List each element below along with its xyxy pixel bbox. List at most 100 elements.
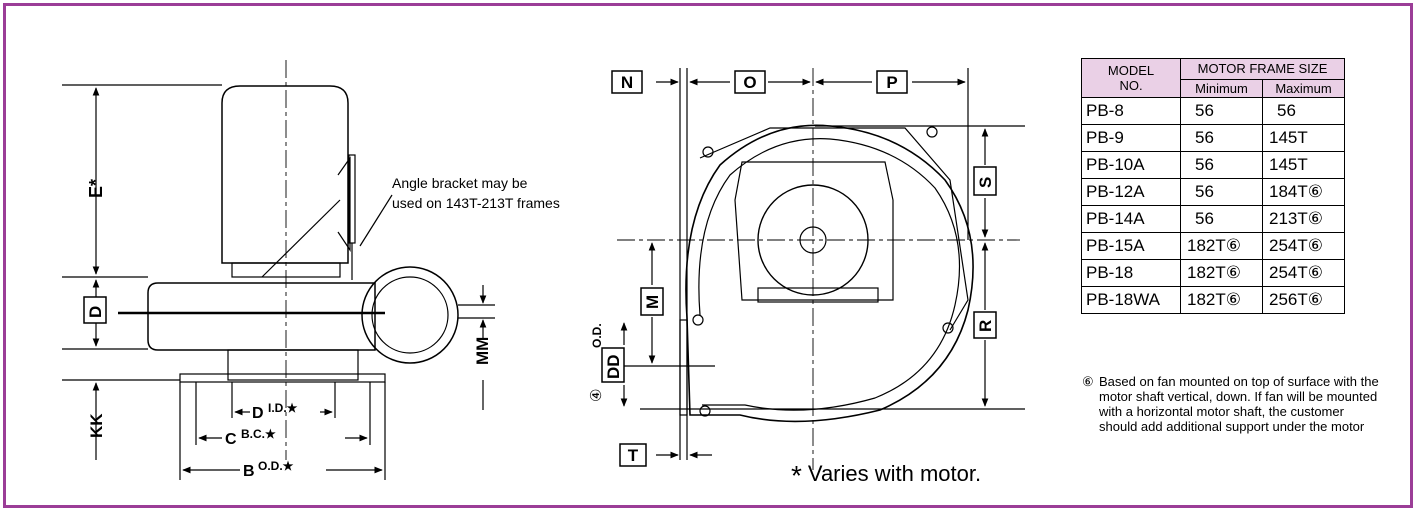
dim-n-label: N (621, 73, 633, 92)
front-view-labels: N O P S R M DD O.D. ④ T (588, 70, 997, 467)
dim-kk-label: KK (87, 413, 106, 438)
header-frame-size: MOTOR FRAME SIZE (1180, 58, 1345, 80)
cell-max: 184T⑥ (1262, 178, 1345, 206)
cell-max: 145T (1262, 124, 1345, 152)
outlet-flange (679, 319, 688, 416)
dim-o-box (734, 70, 766, 94)
header-model: MODEL NO. (1081, 58, 1181, 98)
fan-housing (147, 282, 376, 351)
dim-od-label: B (243, 463, 255, 480)
dim-id-label: D (252, 405, 264, 422)
motor-feet (757, 287, 879, 303)
side-view (62, 60, 495, 480)
motor-outline (734, 161, 894, 301)
dim-mm-label: MM (473, 337, 492, 365)
header-model-line1: MODEL (1107, 63, 1155, 78)
bolt-hole-2 (926, 126, 938, 138)
bolt-hole-3 (692, 314, 704, 326)
footnote: ⑥ Based on fan mounted on top of surface… (1082, 374, 1382, 434)
dim-p-label: P (886, 73, 897, 92)
note-line-2: used on 143T-213T frames (392, 195, 560, 211)
dim-dd-box (601, 347, 625, 383)
dim-m-label: M (643, 295, 662, 309)
cell-max: 254T⑥ (1262, 232, 1345, 260)
table-row: PB-14A 56 213T⑥ (1081, 205, 1345, 233)
table-row: PB-18 182T⑥ 254T⑥ (1081, 259, 1345, 287)
outlet-inner (371, 276, 449, 354)
header-model-line2: NO. (1119, 78, 1143, 93)
cell-min: 56 (1180, 124, 1263, 152)
note-leader (359, 194, 393, 247)
cell-min: 56 (1180, 178, 1263, 206)
side-view-labels: Angle bracket may be used on 143T-213T f… (83, 175, 560, 480)
dim-s-box (973, 166, 997, 196)
varies-note: *Varies with motor. (791, 460, 981, 492)
cell-max: 145T (1262, 151, 1345, 179)
bolt-hole-1 (702, 146, 714, 158)
header-maximum: Maximum (1262, 78, 1345, 99)
inlet-flange (179, 373, 386, 383)
varies-text: Varies with motor. (807, 461, 982, 486)
page-border (3, 3, 1413, 508)
cell-max: 256T⑥ (1262, 286, 1345, 314)
motor-body (221, 85, 349, 264)
dim-t-box (619, 443, 647, 467)
inlet-collar (227, 349, 359, 381)
cell-model: PB-18WA (1081, 286, 1181, 314)
angle-bracket (337, 156, 351, 252)
cell-min: 56 (1180, 97, 1263, 125)
dim-p-box (876, 70, 908, 94)
mount-plate (699, 127, 969, 331)
cell-max: 254T⑥ (1262, 259, 1345, 287)
front-view (617, 68, 1025, 470)
cell-model: PB-8 (1081, 97, 1181, 125)
cell-min: 56 (1180, 151, 1263, 179)
table-row: PB-12A 56 184T⑥ (1081, 178, 1345, 206)
bolt-hole-5 (942, 322, 954, 334)
dim-bc-label: C (225, 431, 237, 448)
dim-od-sub: O.D.★ (258, 459, 294, 473)
dim-s-label: S (976, 177, 995, 188)
cell-model: PB-9 (1081, 124, 1181, 152)
cell-model: PB-10A (1081, 151, 1181, 179)
cell-model: PB-14A (1081, 205, 1181, 233)
cell-model: PB-18 (1081, 259, 1181, 287)
dim-dd-sub: O.D. (590, 323, 604, 348)
dim-t-label: T (628, 446, 639, 465)
dim-m-box (640, 287, 664, 316)
note-line-1: Angle bracket may be (392, 175, 528, 191)
motor-frame-table: MODEL NO. MOTOR FRAME SIZE Minimum Maxim… (1081, 58, 1345, 314)
dim-e-label: E* (86, 179, 106, 198)
scroll-housing-inner (698, 138, 961, 411)
dim-bc-sub: B.C.★ (241, 427, 276, 441)
motor-shaft (799, 226, 827, 254)
dim-dd-label: DD (604, 354, 623, 379)
cell-max: 56 (1262, 97, 1345, 125)
footnote-mark: ⑥ (1082, 374, 1094, 389)
dim-o-label: O (743, 73, 756, 92)
table-row: PB-8 56 56 (1081, 97, 1345, 125)
table-row: PB-18WA 182T⑥ 256T⑥ (1081, 286, 1345, 314)
dim-r-box (973, 311, 997, 339)
cell-model: PB-12A (1081, 178, 1181, 206)
motor-face (757, 184, 869, 296)
dim-d-box (83, 296, 107, 324)
dim-n-box (611, 70, 643, 94)
scroll-housing-outer (685, 124, 974, 423)
table-row: PB-9 56 145T (1081, 124, 1345, 152)
dim-id-sub: I.D.★ (268, 401, 298, 415)
header-minimum: Minimum (1180, 78, 1263, 99)
cell-model: PB-15A (1081, 232, 1181, 260)
dim-d-label: D (86, 306, 105, 318)
outlet-outer (361, 266, 459, 364)
cell-min: 182T⑥ (1180, 286, 1263, 314)
cell-min: 182T⑥ (1180, 232, 1263, 260)
varies-star: * (791, 460, 802, 491)
cell-min: 182T⑥ (1180, 259, 1263, 287)
angle-bracket-brace (261, 199, 341, 278)
bolt-hole-4 (699, 405, 711, 417)
table-row: PB-10A 56 145T (1081, 151, 1345, 179)
cell-min: 56 (1180, 205, 1263, 233)
cell-max: 213T⑥ (1262, 205, 1345, 233)
